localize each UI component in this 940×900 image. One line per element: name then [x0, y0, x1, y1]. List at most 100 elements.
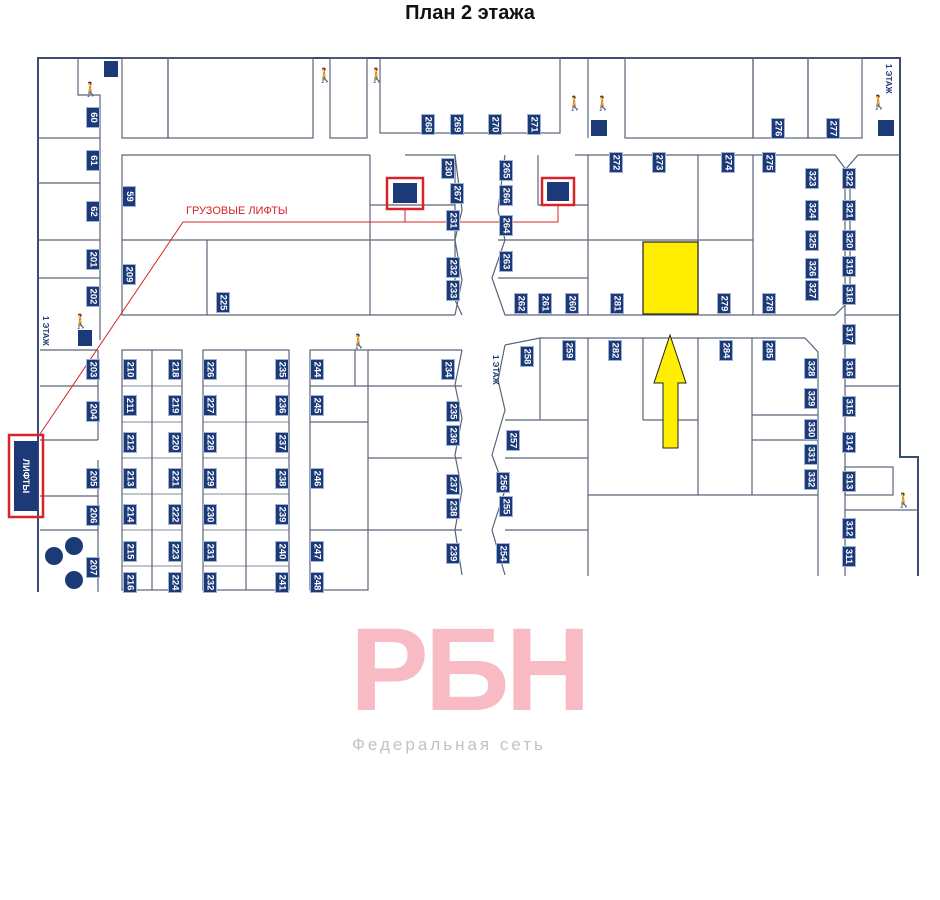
restroom-icons [45, 61, 894, 589]
room-number: 203 [87, 361, 99, 378]
escalator-icon: 🚶 [350, 333, 367, 350]
room-label-203: 203 [86, 359, 100, 380]
room-label-261: 261 [538, 293, 552, 314]
elevator-icon [393, 183, 417, 203]
room-label-314: 314 [842, 432, 856, 453]
room-number: 315 [843, 398, 855, 415]
room-label-330: 330 [804, 419, 818, 440]
room-label-321: 321 [842, 200, 856, 221]
room-number: 328 [805, 360, 817, 377]
floor-link-1[interactable]: 1 ЭТАЖ [884, 64, 893, 94]
room-label-318: 318 [842, 284, 856, 305]
room-number: 228 [204, 434, 216, 451]
room-label-238: 238 [275, 468, 289, 489]
room-label-238: 238 [446, 498, 460, 519]
room-label-266: 266 [499, 185, 513, 206]
room-label-239: 239 [275, 504, 289, 525]
room-label-209: 209 [122, 264, 136, 285]
room-number: 61 [87, 155, 99, 166]
room-number: 278 [763, 295, 775, 312]
room-number: 311 [843, 548, 855, 565]
room-number: 211 [124, 397, 136, 414]
room-label-228: 228 [203, 432, 217, 453]
room-label-241: 241 [275, 572, 289, 593]
room-number: 239 [276, 506, 288, 523]
escalator-icons: 🚶 🚶 🚶 🚶 🚶 🚶 🚶 🚶 🚶 [72, 67, 912, 509]
room-label-60: 60 [86, 107, 100, 128]
room-label-214: 214 [123, 504, 137, 525]
room-number: 210 [124, 361, 136, 378]
room-number: 266 [500, 187, 512, 204]
room-label-62: 62 [86, 201, 100, 222]
room-number: 207 [87, 559, 99, 576]
watermark-subtitle: Федеральная сеть [352, 735, 546, 754]
room-label-201: 201 [86, 249, 100, 270]
room-label-256: 256 [496, 472, 510, 493]
room-number: 215 [124, 543, 136, 560]
room-number: 206 [87, 507, 99, 524]
room-label-262: 262 [514, 293, 528, 314]
escalator-icon: 🚶 [316, 67, 333, 84]
room-label-234: 234 [441, 359, 455, 380]
room-number: 248 [311, 574, 323, 591]
room-label-320: 320 [842, 230, 856, 251]
room-label-257: 257 [506, 430, 520, 451]
room-number: 222 [169, 506, 181, 523]
room-label-259: 259 [562, 340, 576, 361]
room-number: 202 [87, 288, 99, 305]
room-label-268: 268 [421, 114, 435, 135]
room-label-258: 258 [520, 346, 534, 367]
room-number: 329 [805, 390, 817, 407]
room-number: 229 [204, 470, 216, 487]
room-number: 277 [827, 120, 839, 137]
room-label-260: 260 [565, 293, 579, 314]
room-label-323: 323 [805, 168, 819, 189]
room-label-237: 237 [275, 432, 289, 453]
room-label-327: 327 [805, 280, 819, 301]
restroom-icon [878, 120, 894, 136]
room-label-281: 281 [610, 293, 624, 314]
room-label-319: 319 [842, 256, 856, 277]
room-label-270: 270 [488, 114, 502, 135]
room-label-273: 273 [652, 152, 666, 173]
room-label-248: 248 [310, 572, 324, 593]
room-number: 279 [718, 295, 730, 312]
room-number: 204 [87, 403, 99, 420]
room-label-202: 202 [86, 286, 100, 307]
room-label-277: 277 [826, 118, 840, 139]
watermark-logo: РБН [350, 604, 591, 736]
room-number: 224 [169, 574, 181, 591]
room-number: 260 [566, 295, 578, 312]
room-label-216: 216 [123, 572, 137, 593]
room-number: 232 [447, 259, 459, 276]
restroom-icon [104, 61, 118, 77]
room-number: 270 [489, 116, 501, 133]
floor-plan: 🚶 🚶 🚶 🚶 🚶 🚶 🚶 🚶 🚶 [7, 57, 919, 592]
floor-link-1[interactable]: 1 ЭТАЖ [491, 355, 500, 385]
room-number: 316 [843, 360, 855, 377]
room-number: 265 [500, 162, 512, 179]
room-label-324: 324 [805, 200, 819, 221]
room-number: 214 [124, 506, 136, 523]
room-label-207: 207 [86, 557, 100, 578]
room-number: 273 [653, 154, 665, 171]
room-number: 281 [611, 295, 623, 312]
room-number: 284 [720, 342, 732, 359]
room-label-230: 230 [441, 158, 455, 179]
escalator-icon: 🚶 [566, 95, 583, 112]
room-label-325: 325 [805, 230, 819, 251]
room-label-223: 223 [168, 541, 182, 562]
room-label-235: 235 [446, 401, 460, 422]
floor-link-1[interactable]: 1 ЭТАЖ [41, 316, 50, 346]
room-number: 268 [422, 116, 434, 133]
room-number: 282 [609, 342, 621, 359]
lifts-text: ЛИФТЫ [21, 458, 31, 494]
room-label-272: 272 [609, 152, 623, 173]
room-label-254: 254 [496, 543, 510, 564]
room-number: 274 [722, 154, 734, 171]
room-label-232: 232 [203, 572, 217, 593]
room-label-271: 271 [527, 114, 541, 135]
room-number: 212 [124, 434, 136, 451]
room-number: 234 [442, 361, 454, 378]
room-number: 238 [276, 470, 288, 487]
